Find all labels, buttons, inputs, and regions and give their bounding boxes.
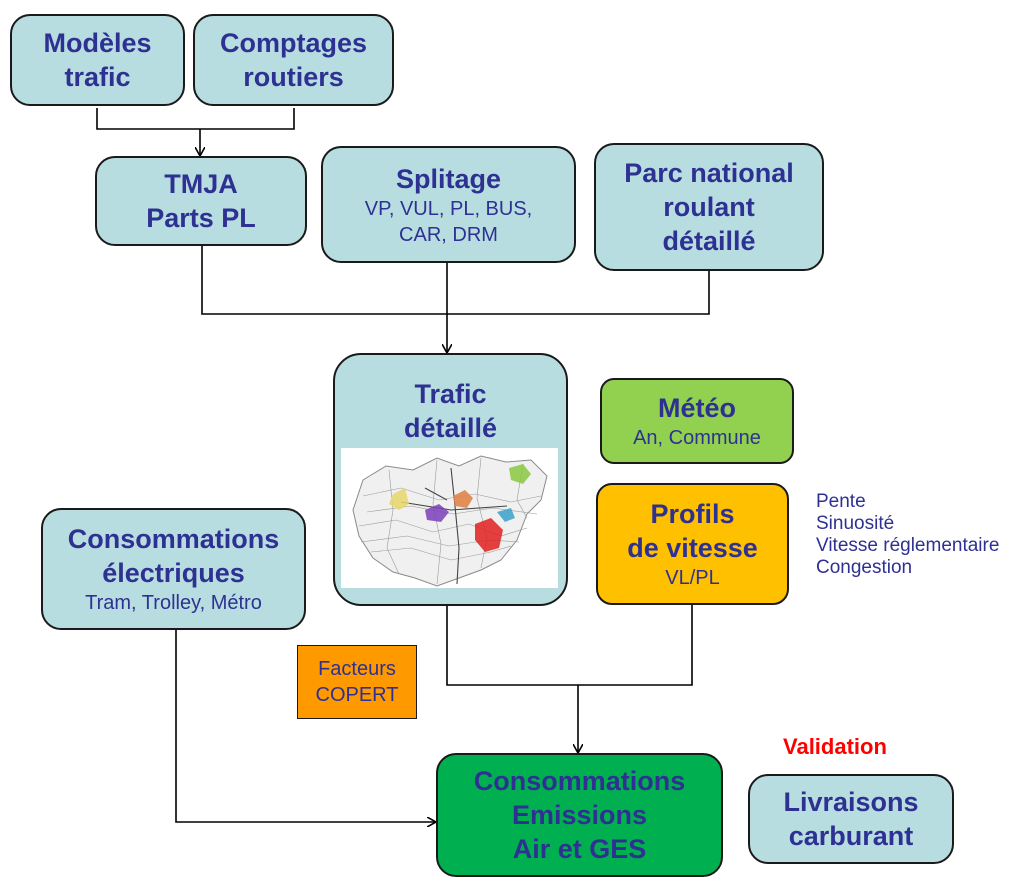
trafic-detaille-title: Trafic détaillé <box>403 379 498 443</box>
traffic-map-image <box>341 448 558 588</box>
consommations-electriques-title: Consommations électriques <box>67 524 280 588</box>
connector-tmja-splitage-parc <box>201 246 710 315</box>
validation-label: Validation <box>783 734 887 759</box>
modeles-trafic-title: Modèles trafic <box>43 28 152 92</box>
factor-item: Pente <box>816 491 866 512</box>
emissions-box: Consommations Emissions Air et GES <box>436 753 723 877</box>
emissions-title: Consommations Emissions Air et GES <box>473 766 686 864</box>
parc-national-box: Parc national roulant détaillé <box>594 143 824 271</box>
profils-factors-list: Pente Sinuosité Vitesse réglementaire Co… <box>816 491 999 579</box>
meteo-box: Météo An, Commune <box>600 378 794 464</box>
parc-national-title: Parc national roulant détaillé <box>624 158 794 256</box>
meteo-title: Météo <box>657 393 736 423</box>
splitage-subtitle: VP, VUL, PL, BUS, CAR, DRM <box>364 197 533 246</box>
splitage-title: Splitage <box>395 163 502 194</box>
arrow-conso-elec-to-emissions <box>175 630 435 822</box>
comptages-routiers-title: Comptages routiers <box>219 28 368 92</box>
connector-modeles-comptages <box>96 108 295 130</box>
consommations-electriques-subtitle: Tram, Trolley, Métro <box>85 592 262 614</box>
consommations-electriques-box: Consommations électriques Tram, Trolley,… <box>41 508 306 630</box>
factor-item: Congestion <box>816 557 913 578</box>
livraisons-carburant-box: Livraisons carburant <box>748 774 954 864</box>
connector-trafic-profils <box>446 605 693 686</box>
profils-vitesse-subtitle: VL/PL <box>665 567 720 589</box>
tmja-box: TMJA Parts PL <box>95 156 307 246</box>
splitage-box: Splitage VP, VUL, PL, BUS, CAR, DRM <box>321 146 576 263</box>
facteurs-copert-title: Facteurs COPERT <box>315 658 399 706</box>
factor-item: Sinuosité <box>816 513 895 534</box>
modeles-trafic-box: Modèles trafic <box>10 14 185 106</box>
comptages-routiers-box: Comptages routiers <box>193 14 394 106</box>
profils-vitesse-title: Profils de vitesse <box>627 499 758 563</box>
factor-item: Vitesse réglementaire <box>816 535 1000 556</box>
tmja-title: TMJA Parts PL <box>146 169 256 233</box>
livraisons-carburant-title: Livraisons carburant <box>783 787 919 851</box>
meteo-subtitle: An, Commune <box>633 427 761 449</box>
profils-vitesse-box: Profils de vitesse VL/PL <box>596 483 789 605</box>
facteurs-copert-box: Facteurs COPERT <box>297 645 417 719</box>
traffic-map-graphic <box>352 455 548 587</box>
